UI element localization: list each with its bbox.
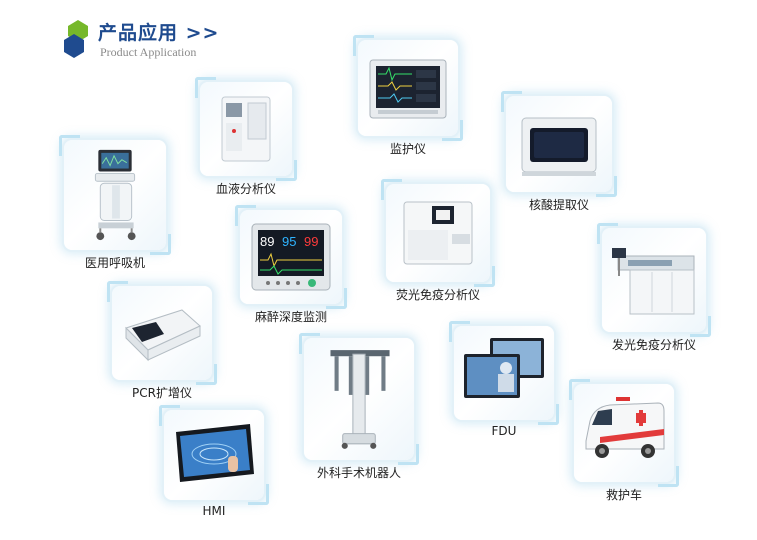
product-label: 核酸提取仪 (528, 198, 589, 212)
product-label: FDU (491, 424, 517, 438)
product-label: 监护仪 (389, 142, 426, 156)
product-label: 荧光免疫分析仪 (395, 288, 480, 302)
product-card-fdu[interactable]: FDU (449, 321, 559, 442)
product-card-nucleic-acid-extractor[interactable]: 核酸提取仪 (501, 91, 617, 214)
section-title: 产品应用 >> (98, 22, 220, 44)
product-label: 麻醉深度监测 (254, 310, 327, 324)
product-label: 救护车 (605, 488, 642, 502)
product-label: 医用呼吸机 (84, 256, 145, 270)
chemiluminescence-analyzer-icon (608, 234, 700, 326)
section-subtitle: Product Application (100, 45, 197, 59)
product-card-anesthesia-depth-monitor[interactable]: 89 95 99 麻醉深度监测 (235, 205, 347, 326)
product-label: HMI (202, 504, 226, 518)
hexagon-logo-icon (64, 20, 88, 58)
patient-monitor-icon (364, 46, 452, 130)
product-label: 外科手术机器人 (316, 466, 401, 480)
product-card-surgical-robot[interactable]: 外科手术机器人 (299, 333, 419, 482)
product-card-ambulance[interactable]: 救护车 (569, 379, 679, 504)
product-card-pcr-amplifier[interactable]: PCR扩增仪 (107, 281, 217, 402)
section-header: 产品应用 >> Product Application (62, 14, 262, 66)
anesthesia-monitor-icon: 89 95 99 (246, 216, 336, 298)
product-card-patient-monitor[interactable]: 监护仪 (353, 35, 463, 158)
product-label: PCR扩增仪 (132, 386, 192, 400)
reading-1: 89 (260, 234, 274, 249)
product-card-ventilator[interactable]: 医用呼吸机 (59, 135, 171, 272)
fluorescence-analyzer-icon (392, 190, 484, 276)
product-card-blood-analyzer[interactable]: 血液分析仪 (195, 77, 297, 198)
nucleic-acid-extractor-icon (512, 102, 606, 186)
product-label: 血液分析仪 (215, 182, 276, 196)
ambulance-icon (580, 390, 668, 476)
pcr-amplifier-icon (118, 292, 206, 374)
ventilator-icon (70, 146, 160, 244)
product-card-chemiluminescence-immunoassay[interactable]: 发光免疫分析仪 (597, 223, 711, 354)
fdu-display-icon (460, 332, 548, 414)
product-card-fluorescence-immunoassay[interactable]: 荧光免疫分析仪 (381, 179, 495, 304)
blood-analyzer-icon (206, 88, 286, 170)
product-card-hmi[interactable]: HMI (159, 405, 269, 522)
reading-3: 99 (304, 234, 318, 249)
product-label: 发光免疫分析仪 (611, 338, 696, 352)
surgical-robot-icon (310, 344, 408, 454)
hmi-touchscreen-icon (170, 416, 258, 494)
reading-2: 95 (282, 234, 296, 249)
